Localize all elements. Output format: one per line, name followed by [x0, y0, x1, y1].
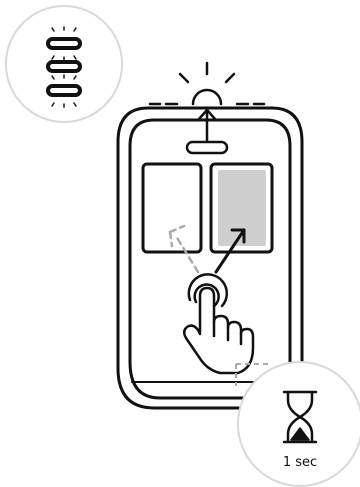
timer-bubble: 1 sec	[235, 361, 360, 487]
blinking-leds-icon	[46, 26, 82, 108]
dashed-arrow-icon	[168, 224, 200, 274]
hourglass-icon	[282, 390, 318, 444]
led-indicator-bubble	[5, 5, 123, 123]
press-arrow-icon	[214, 228, 246, 274]
remote-led-slot	[185, 140, 229, 155]
arrow-up-icon	[197, 108, 217, 142]
remote-control-icon	[116, 106, 304, 410]
remote-button-left	[141, 162, 203, 254]
pressing-hand-icon	[183, 273, 255, 375]
timer-label: 1 sec	[283, 455, 317, 470]
light-burst-icon	[148, 61, 266, 106]
